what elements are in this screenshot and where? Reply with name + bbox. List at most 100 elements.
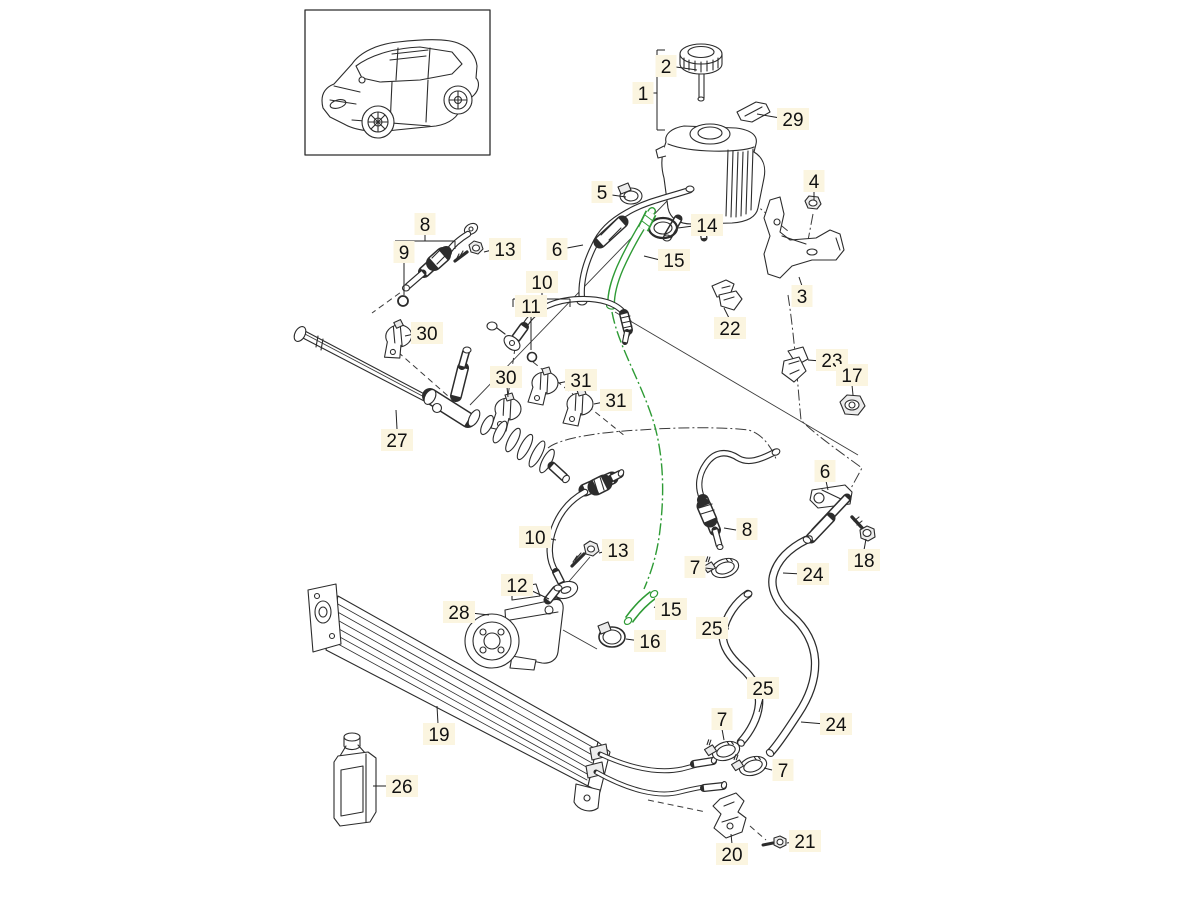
part-label-11[interactable]: 11	[515, 295, 547, 350]
part-label-21[interactable]: 21	[786, 830, 821, 853]
svg-text:26: 26	[391, 777, 412, 798]
part-label-2[interactable]: 2	[655, 55, 698, 78]
svg-text:8: 8	[420, 215, 431, 236]
svg-text:21: 21	[794, 832, 815, 853]
part-label-5[interactable]: 5	[591, 181, 627, 204]
svg-text:3: 3	[797, 287, 808, 308]
hose-6-upper	[576, 185, 695, 306]
part-label-7[interactable]: 7	[763, 759, 794, 782]
part-label-8[interactable]: 8	[723, 518, 758, 541]
part-label-31[interactable]: 31	[558, 369, 597, 392]
hose-24	[765, 535, 820, 757]
svg-text:24: 24	[825, 715, 847, 736]
clamp-16	[597, 621, 626, 648]
svg-text:14: 14	[696, 216, 718, 237]
svg-text:17: 17	[841, 366, 862, 387]
part-label-15[interactable]: 15	[653, 598, 687, 621]
svg-text:31: 31	[570, 371, 591, 392]
part-label-26[interactable]: 26	[373, 775, 418, 798]
part-label-19[interactable]: 19	[423, 705, 455, 746]
clamp-31-b	[562, 387, 594, 427]
svg-text:18: 18	[853, 551, 874, 572]
svg-text:1: 1	[638, 84, 649, 105]
svg-text:7: 7	[778, 761, 789, 782]
part-label-7[interactable]: 7	[684, 556, 714, 579]
part-label-3[interactable]: 3	[791, 276, 813, 308]
part-label-15[interactable]: 15	[643, 249, 690, 272]
bracket-6-right	[805, 484, 853, 544]
svg-text:24: 24	[802, 565, 824, 586]
nut-4	[804, 195, 822, 210]
car-thumbnail-inset	[304, 9, 491, 156]
part-label-28[interactable]: 28	[443, 601, 490, 624]
nut-17	[839, 394, 866, 416]
svg-text:2: 2	[661, 57, 672, 78]
svg-text:7: 7	[690, 558, 701, 579]
oring-9	[397, 295, 409, 307]
svg-text:6: 6	[820, 462, 831, 483]
clamp-5	[617, 182, 643, 205]
svg-text:11: 11	[521, 297, 541, 318]
highlighted-routing-line	[611, 311, 664, 590]
part-label-27[interactable]: 27	[381, 409, 413, 452]
bracket-3	[763, 196, 845, 279]
part-label-14[interactable]: 14	[677, 214, 723, 237]
svg-text:10: 10	[524, 528, 545, 549]
part-label-25[interactable]: 25	[747, 677, 779, 713]
part-label-10[interactable]: 10	[519, 526, 557, 549]
part-label-20[interactable]: 20	[716, 833, 748, 866]
hose-assembly-10-11	[486, 295, 633, 363]
svg-text:6: 6	[552, 240, 563, 261]
svg-text:9: 9	[399, 243, 410, 264]
part-label-30[interactable]: 30	[490, 366, 522, 398]
svg-text:8: 8	[742, 520, 753, 541]
svg-text:10: 10	[531, 273, 552, 294]
part-label-30[interactable]: 30	[404, 322, 443, 345]
bolt-18	[850, 515, 876, 542]
part-label-22[interactable]: 22	[714, 307, 746, 340]
cooler-pipes	[593, 751, 728, 797]
part-label-24[interactable]: 24	[800, 713, 852, 736]
part-label-13[interactable]: 13	[598, 539, 634, 562]
bolt-13-lower	[570, 540, 600, 568]
svg-text:5: 5	[597, 183, 608, 204]
part-label-25[interactable]: 25	[696, 617, 730, 640]
svg-text:31: 31	[605, 391, 626, 412]
svg-text:20: 20	[721, 845, 742, 866]
part-label-29[interactable]: 29	[756, 108, 809, 131]
clip-23	[781, 346, 809, 383]
part-label-24[interactable]: 24	[782, 563, 829, 586]
bolt-21	[761, 835, 787, 849]
bracket-20	[712, 792, 747, 839]
part-label-7[interactable]: 7	[711, 708, 733, 741]
hose-8-right	[695, 448, 781, 551]
clamp-7-a	[700, 547, 742, 584]
svg-text:25: 25	[701, 619, 722, 640]
part-label-4[interactable]: 4	[803, 170, 825, 200]
hose-10-lower	[546, 469, 625, 609]
part-label-16[interactable]: 16	[625, 630, 666, 653]
part-label-6[interactable]: 6	[546, 238, 584, 261]
line-assembly-8-9	[397, 222, 479, 307]
reservoir-assembly	[655, 43, 771, 242]
svg-text:29: 29	[782, 110, 803, 131]
part-label-17[interactable]: 17	[836, 364, 868, 396]
svg-text:15: 15	[660, 600, 681, 621]
bolt-13-upper	[453, 240, 484, 263]
part-label-12[interactable]: 12	[501, 574, 550, 600]
part-label-18[interactable]: 18	[848, 538, 880, 572]
steering-rack-27	[293, 326, 570, 484]
svg-text:7: 7	[717, 710, 728, 731]
car-line-drawing	[321, 39, 479, 139]
part-label-6[interactable]: 6	[814, 460, 836, 491]
svg-text:4: 4	[809, 172, 820, 193]
part-label-9[interactable]: 9	[393, 241, 415, 295]
part-label-13[interactable]: 13	[483, 238, 521, 261]
svg-text:16: 16	[639, 632, 660, 653]
svg-text:25: 25	[752, 679, 773, 700]
part-label-31[interactable]: 31	[593, 389, 632, 412]
svg-text:30: 30	[416, 324, 437, 345]
